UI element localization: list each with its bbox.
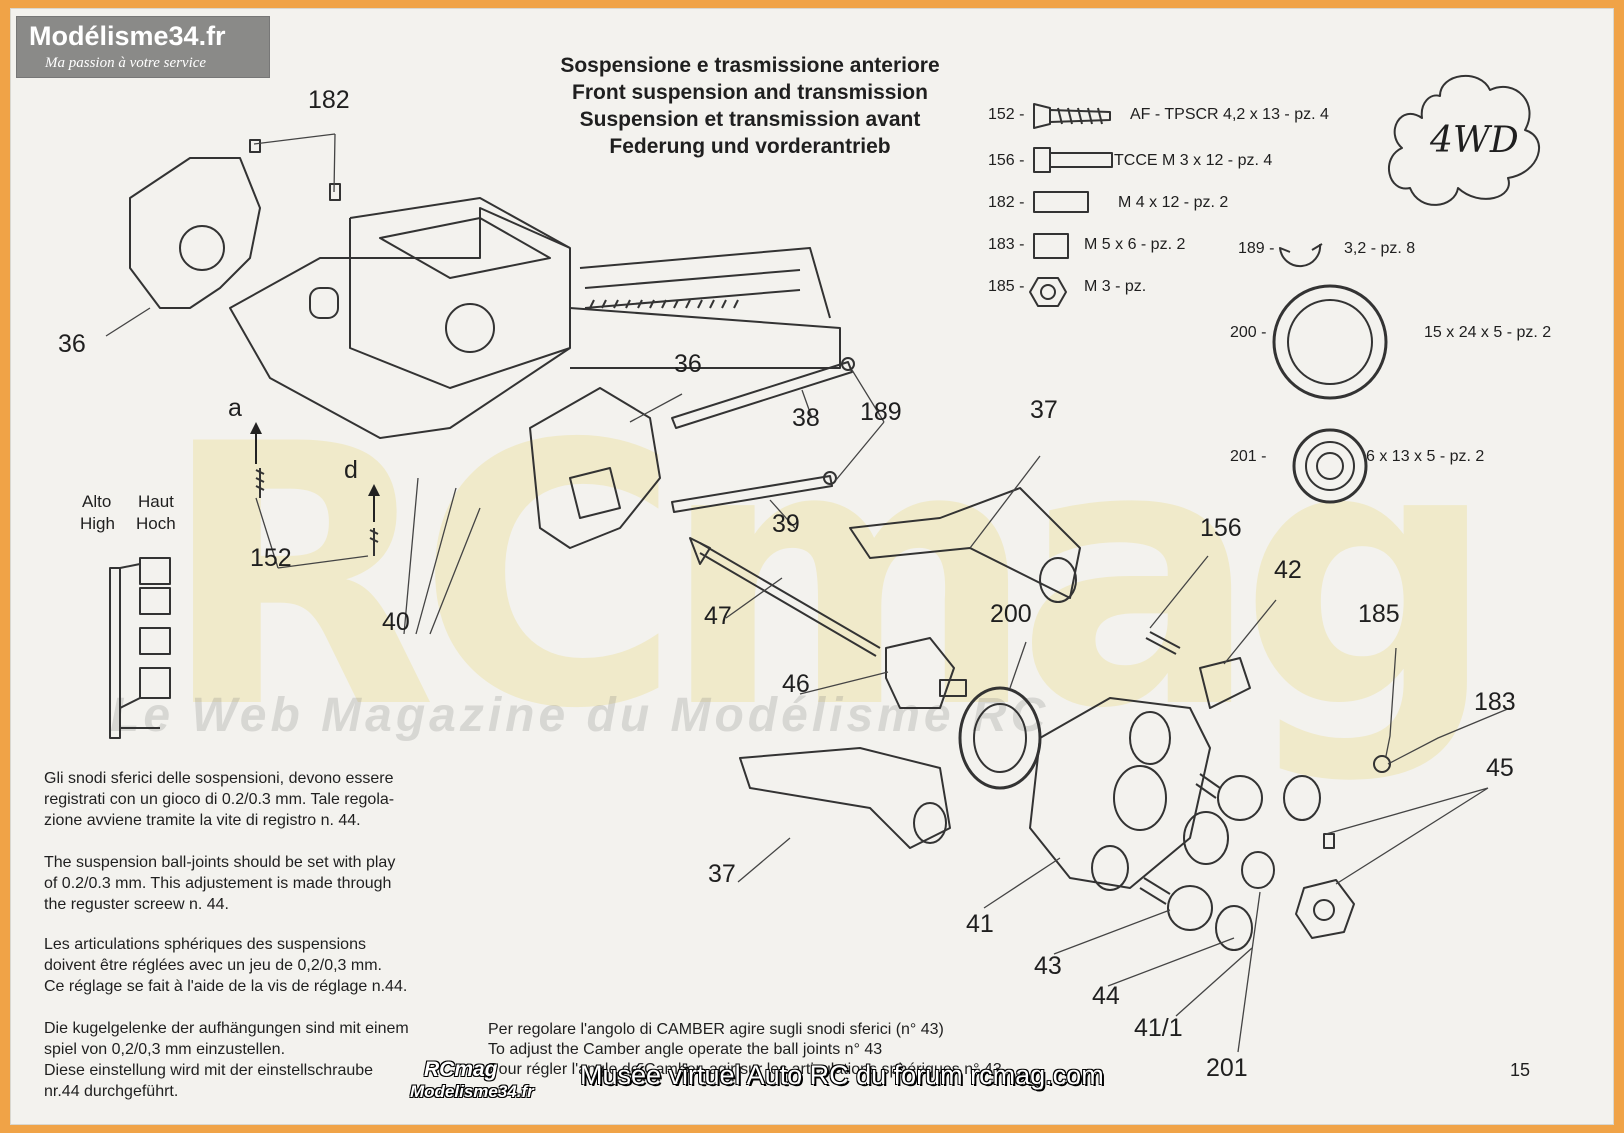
footer-logo-site: Modelisme34.fr (410, 1082, 534, 1101)
paragraph-italian-line: zione avviene tramite la vite di registr… (44, 812, 361, 829)
callout-37-lower: 37 (708, 860, 736, 888)
callout-47: 47 (704, 602, 732, 630)
part-189-desc: 3,2 - pz. 8 (1344, 240, 1416, 257)
callout-40: 40 (382, 608, 410, 636)
screw-152-icon (1033, 103, 1111, 129)
camber-note: Per regolare l'angolo di CAMBER agire su… (488, 1020, 1108, 1080)
watermark-logo: RCmag (160, 368, 1497, 787)
callout-189: 189 (860, 398, 902, 426)
nut-185-icon (1029, 277, 1067, 307)
part-185-number: 185 - (988, 278, 1025, 295)
part-152-number: 152 - (988, 106, 1025, 123)
callout-38: 38 (792, 404, 820, 432)
part-185-desc: M 3 - pz. (1084, 278, 1147, 295)
manual-page: RCmag Le Web Magazine du Modélisme RC Mo… (10, 8, 1614, 1125)
paragraph-german-line: nr.44 durchgeführt. (44, 1083, 179, 1100)
part-156-desc: TCCE M 3 x 12 - pz. 4 (1114, 152, 1273, 169)
paragraph-german: Die kugelgelenke der aufhängungen sind m… (44, 1018, 464, 1102)
label-alto: Alto (82, 492, 112, 511)
part-182-number: 182 - (988, 194, 1025, 211)
callout-152: 152 (250, 544, 292, 572)
callout-36-right: 36 (674, 350, 702, 378)
screw-156-icon (1033, 147, 1113, 173)
part-156-number: 156 - (988, 152, 1025, 169)
callout-43: 43 (1034, 952, 1062, 980)
camber-line-en: To adjust the Camber angle operate the b… (488, 1041, 883, 1058)
label-high: High (80, 514, 115, 533)
part-201-number: 201 - (1230, 448, 1267, 465)
paragraph-french-line: Les articulations sphériques des suspens… (44, 936, 366, 953)
bearing-201-icon (1292, 428, 1368, 504)
watermark-tagline: Le Web Magazine du Modélisme RC (110, 689, 1050, 742)
grub-182-icon (1033, 191, 1089, 213)
callout-185: 185 (1358, 600, 1400, 628)
part-200-number: 200 - (1230, 324, 1267, 341)
title-en: Front suspension and transmission (572, 81, 928, 104)
paragraph-french-line: doivent être réglées avec un jeu de 0,2/… (44, 957, 382, 974)
brand-tagline: Ma passion à votre service (45, 55, 207, 71)
title-de: Federung und vorderantrieb (609, 135, 891, 158)
callout-37-upper: 37 (1030, 396, 1058, 424)
paragraph-german-line: Diese einstellung wird mit der einstells… (44, 1062, 374, 1079)
callout-44: 44 (1092, 982, 1120, 1010)
bearing-200-icon (1272, 284, 1388, 400)
footer-caption: Musée virtuel Auto RC du forum rcmag.com (580, 1060, 1104, 1090)
title-it: Sospensione e trasmissione anteriore (560, 54, 940, 77)
part-189-number: 189 - (1238, 240, 1275, 257)
paragraph-french: Les articulations sphériques des suspens… (44, 934, 464, 997)
callout-182: 182 (308, 86, 350, 114)
camber-line-it: Per regolare l'angolo di CAMBER agire su… (488, 1021, 944, 1038)
exploded-diagram (105, 74, 1541, 1053)
paragraph-french-line: Ce réglage se fait à l'aide de la vis de… (44, 978, 408, 995)
paragraph-english: The suspension ball-joints should be set… (44, 852, 464, 915)
camber-line-fr: Pour régler l'angle de Camber, agir sur … (488, 1061, 1002, 1078)
callout-d: d (344, 456, 358, 484)
paragraph-italian-line: Gli snodi sferici delle sospensioni, dev… (44, 770, 394, 787)
page-number: 15 (1510, 1060, 1531, 1080)
label-hoch: Hoch (136, 514, 176, 533)
paragraph-english-line: the reguster screew n. 44. (44, 896, 229, 913)
paragraph-english-line: of 0.2/0.3 mm. This adjustement is made … (44, 875, 392, 892)
badge-outline (1387, 74, 1541, 206)
brand-badge[interactable]: Modélisme34.fr Ma passion à votre servic… (16, 16, 270, 78)
footer-logo-rcmag: RCmag (424, 1058, 498, 1081)
eclip-189-icon (1279, 243, 1323, 268)
grub-183-icon (1033, 233, 1069, 259)
part-183-number: 183 - (988, 236, 1025, 253)
part-182-desc: M 4 x 12 - pz. 2 (1118, 194, 1229, 211)
brand-name: Modélisme34.fr (29, 21, 226, 51)
callout-45: 45 (1486, 754, 1514, 782)
callout-41-1: 41/1 (1134, 1014, 1183, 1042)
callout-39: 39 (772, 510, 800, 538)
callout-46: 46 (782, 670, 810, 698)
part-201-desc: 6 x 13 x 5 - pz. 2 (1366, 448, 1485, 465)
footer-logo[interactable]: RCmag Modelisme34.fr (410, 1058, 560, 1108)
paragraph-italian: Gli snodi sferici delle sospensioni, dev… (44, 768, 464, 831)
label-haut: Haut (138, 492, 174, 511)
callout-a: a (228, 394, 242, 422)
callout-201: 201 (1206, 1054, 1248, 1082)
title-fr: Suspension et transmission avant (579, 108, 921, 131)
callout-156: 156 (1200, 514, 1242, 542)
callout-183: 183 (1474, 688, 1516, 716)
callout-36-left: 36 (58, 330, 86, 358)
paragraph-german-line: spiel von 0,2/0,3 mm einzustellen. (44, 1041, 286, 1058)
paragraph-english-line: The suspension ball-joints should be set… (44, 854, 396, 871)
part-200-desc: 15 x 24 x 5 - pz. 2 (1424, 324, 1552, 341)
callout-41: 41 (966, 910, 994, 938)
paragraph-german-line: Die kugelgelenke der aufhängungen sind m… (44, 1020, 409, 1037)
paragraph-italian-line: registrati con un gioco di 0.2/0.3 mm. T… (44, 791, 395, 808)
part-183-desc: M 5 x 6 - pz. 2 (1084, 236, 1186, 253)
callout-200: 200 (990, 600, 1032, 628)
part-152-desc: AF - TPSCR 4,2 x 13 - pz. 4 (1130, 106, 1329, 123)
callout-42: 42 (1274, 556, 1302, 584)
badge-4wd: 4WD (1430, 120, 1519, 161)
